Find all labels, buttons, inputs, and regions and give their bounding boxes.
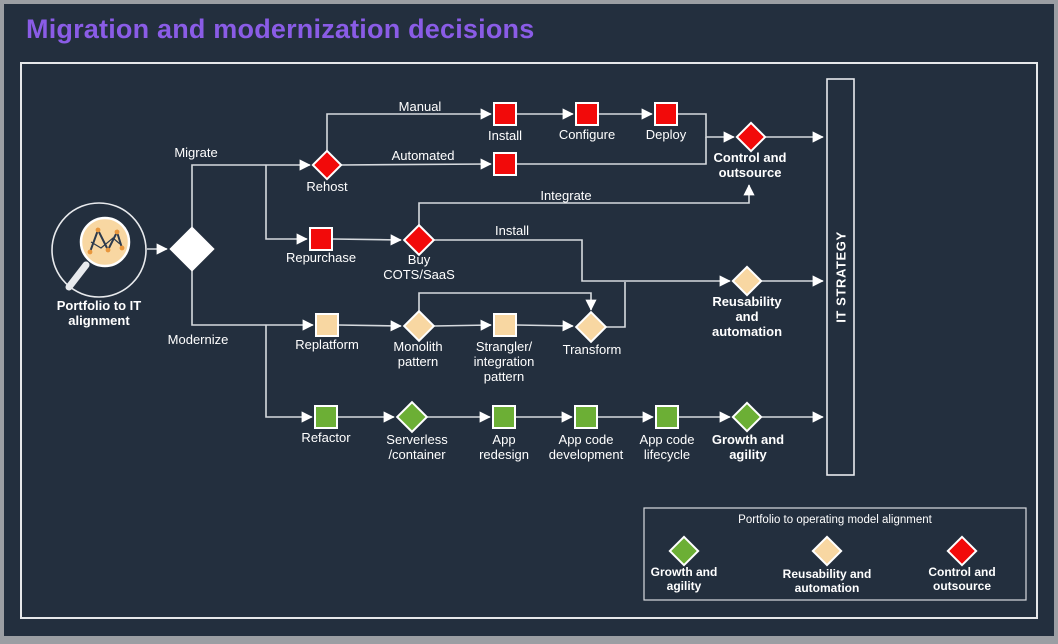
legend-control-diamond [946,535,978,567]
manual-edge-label: Manual [398,99,442,114]
edge-deploy-control [677,113,735,143]
automated-step-square [493,152,517,176]
edge-manual [326,108,492,151]
connectors [147,108,824,423]
legend-control-label: Control and outsource [928,565,996,593]
repurchase-square [309,227,333,251]
app-code-lifecycle-square [655,405,679,429]
install-label: Install [488,128,522,143]
growth-agility-diamond [731,401,763,433]
repurchase-label: Repurchase [285,250,357,265]
edge-migrate [191,159,311,227]
edge-modernize [191,269,314,331]
rehost-diamond [311,149,343,181]
edge-install-reusability [434,239,731,287]
serverless-label: Serverless /container [386,432,448,462]
reusability-diamond [731,265,763,297]
edge-automated-join [516,137,707,165]
portfolio-circle [51,202,147,298]
transform-label: Transform [562,342,622,357]
portfolio-alignment-label: Portfolio to IT alignment [56,298,142,328]
configure-square [575,102,599,126]
replatform-label: Replatform [295,337,359,352]
automated-edge-label: Automated [391,148,455,163]
deploy-square [654,102,678,126]
app-redesign-label: App redesign [479,432,529,462]
it-strategy-label: IT STRATEGY [833,231,849,323]
diagram-frame [20,62,1038,619]
legend-title: Portfolio to operating model alignment [738,514,932,526]
edge-repurchase-buy [332,234,402,246]
magnifier-chart-icon [65,216,131,291]
it-strategy-bar [826,78,855,476]
refactor-square [314,405,338,429]
start-decision-diamond [169,226,215,272]
monolith-label: Monolith pattern [393,339,443,369]
edge-to-repurchase [265,165,308,245]
migrate-label: Migrate [174,145,218,160]
buy-cots-label: Buy COTS/SaaS [383,252,455,282]
control-outsource-label: Control and outsource [713,150,787,180]
diagram-canvas: Migration and modernization decisions [4,4,1054,636]
edge-integrate [418,184,755,225]
replatform-square [315,313,339,337]
legend-box [643,507,1027,601]
flowchart-graphics [51,78,1027,601]
app-code-development-label: App code development [548,432,624,462]
serverless-diamond [395,400,429,434]
install-edge-label: Install [495,223,529,238]
refactor-label: Refactor [301,430,351,445]
strangler-label: Strangler/ integration pattern [473,339,535,384]
page-title: Migration and modernization decisions [26,14,535,44]
strangler-square [493,313,517,337]
rehost-label: Rehost [306,179,348,194]
control-outsource-diamond [735,121,767,153]
transform-diamond [574,310,608,344]
monolith-diamond [402,309,436,343]
install-square [493,102,517,126]
legend-growth-label: Growth and agility [650,565,718,593]
reusability-label: Reusability and automation [711,294,783,339]
modernize-label: Modernize [167,332,229,347]
edge-to-refactor [265,325,313,423]
portfolio-alignment-node [51,202,147,298]
buy-cots-diamond [402,223,436,257]
legend-growth-diamond [668,535,700,567]
legend-reusability-diamond [811,535,843,567]
edge-monolith-bypass [418,292,597,311]
edge-transform-join [606,282,626,328]
deploy-label: Deploy [645,127,687,142]
edge-automated [340,158,492,170]
edge-monolith-strangler [433,319,492,331]
configure-label: Configure [558,127,616,142]
integrate-edge-label: Integrate [540,188,592,203]
app-redesign-square [492,405,516,429]
app-code-lifecycle-label: App code lifecycle [639,432,695,462]
edge-replatform-monolith [337,320,402,332]
legend-reusability-label: Reusability and automation [782,567,872,595]
edge-strangler-transform [515,320,574,332]
app-code-development-square [574,405,598,429]
growth-agility-label: Growth and agility [711,432,785,462]
